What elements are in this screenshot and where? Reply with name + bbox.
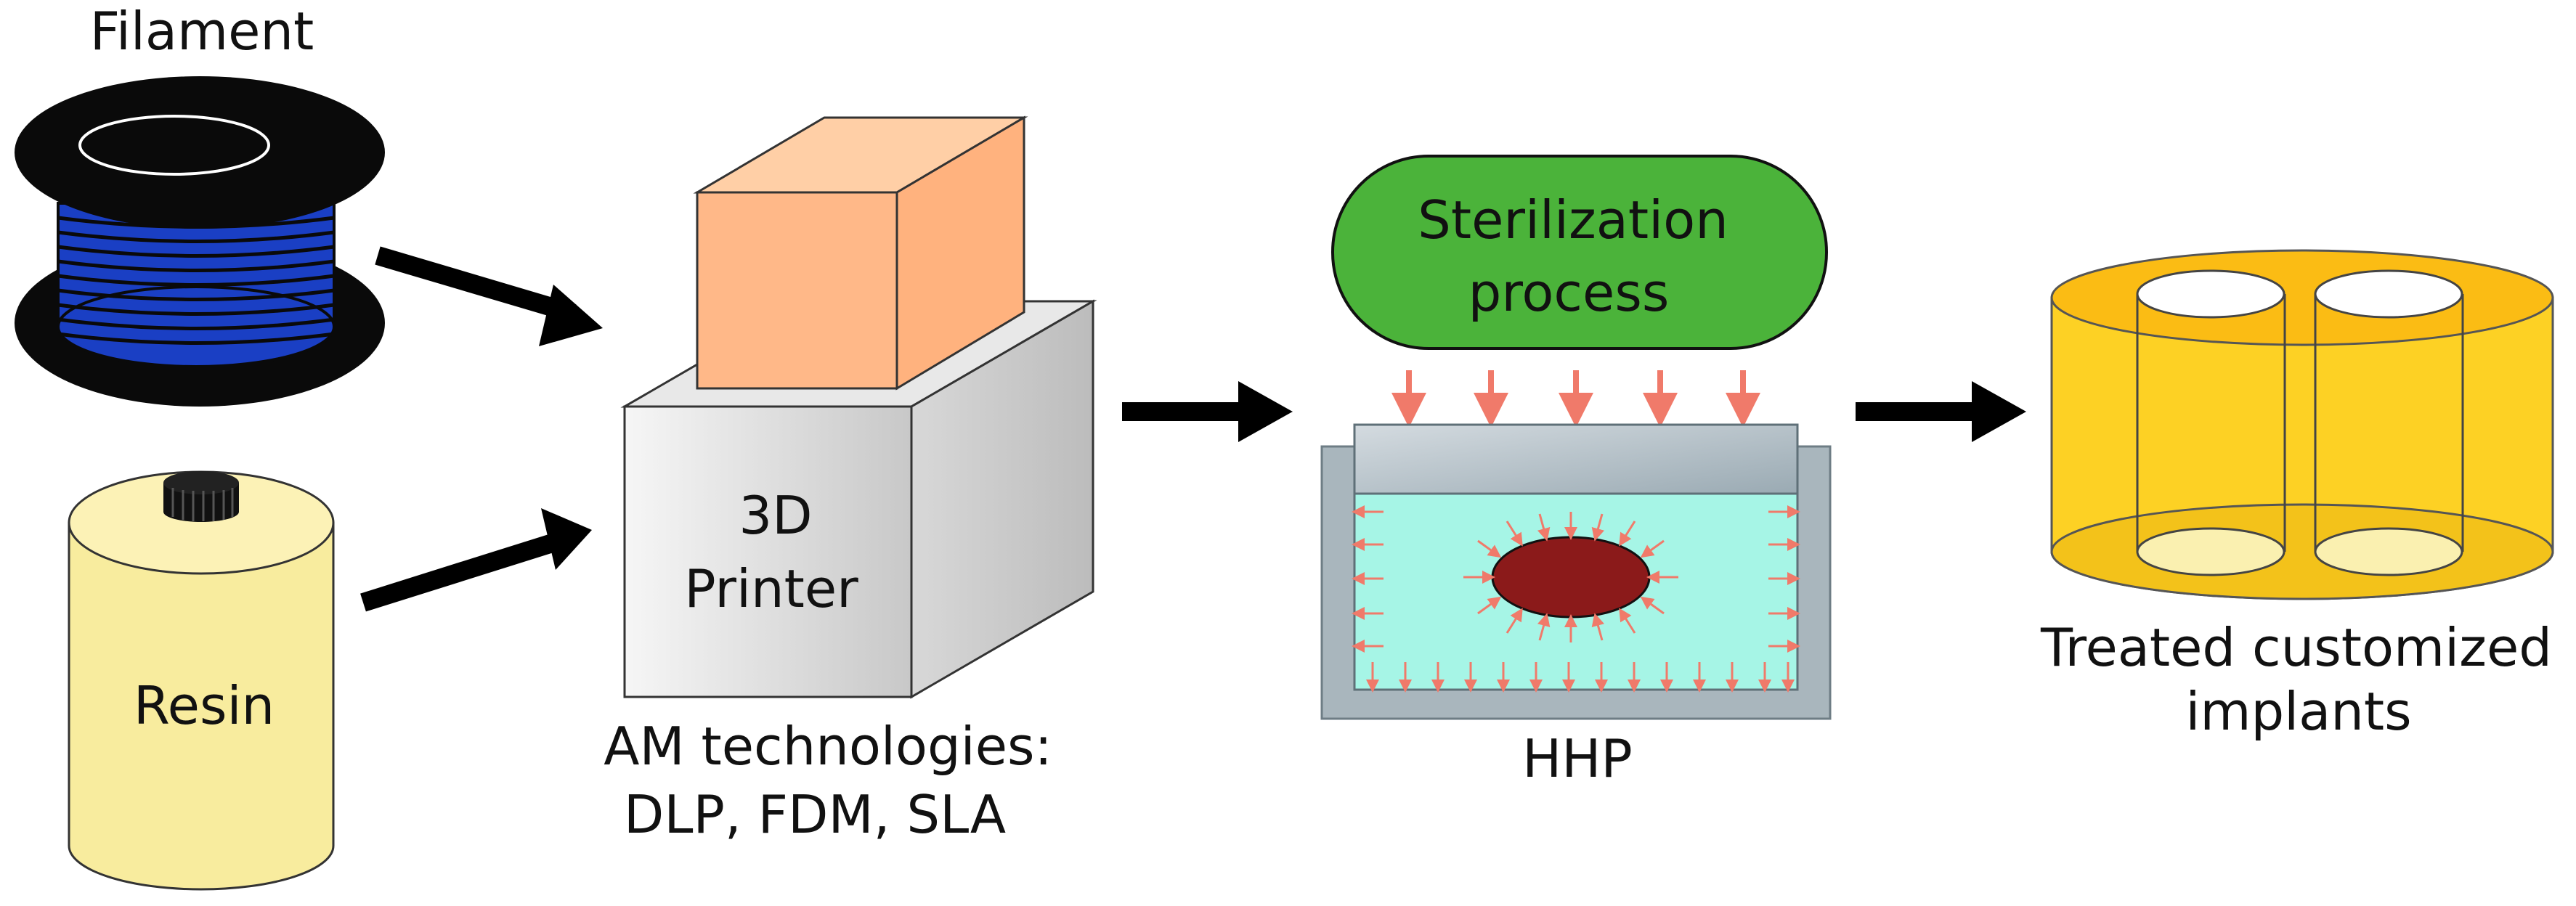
printer-label-line2: Printer xyxy=(684,558,858,619)
filament-spool-icon xyxy=(15,76,385,407)
arrow-filament-to-printer xyxy=(375,246,603,346)
implant-cylinder-icon xyxy=(2050,249,2554,600)
filament-label: Filament xyxy=(90,1,314,62)
sample-ellipse xyxy=(1491,536,1651,619)
am-technologies-label-line2: DLP, FDM, SLA xyxy=(624,784,1006,845)
3d-printer-icon xyxy=(620,115,1097,699)
hhp-label: HHP xyxy=(1522,728,1633,789)
sterilization-label-line1: Sterilization xyxy=(1418,189,1728,250)
arrow-hhp-to-implants xyxy=(1856,381,2026,442)
treated-implants-label-line1: Treated customized xyxy=(2040,617,2552,678)
resin-label: Resin xyxy=(134,675,275,736)
arrow-resin-to-printer xyxy=(360,508,592,612)
resin-bottle-icon xyxy=(68,470,335,891)
hhp-vessel-icon xyxy=(1320,423,1832,720)
sterilization-label-line2: process xyxy=(1468,262,1670,323)
arrow-printer-to-hhp xyxy=(1122,381,1293,442)
printer-label-line1: 3D xyxy=(739,485,812,546)
pressure-down-arrows xyxy=(1391,370,1760,428)
treated-implants-label-line2: implants xyxy=(2185,681,2411,742)
sterilization-process-pill xyxy=(1331,155,1828,350)
am-technologies-label-line1: AM technologies: xyxy=(604,716,1052,777)
